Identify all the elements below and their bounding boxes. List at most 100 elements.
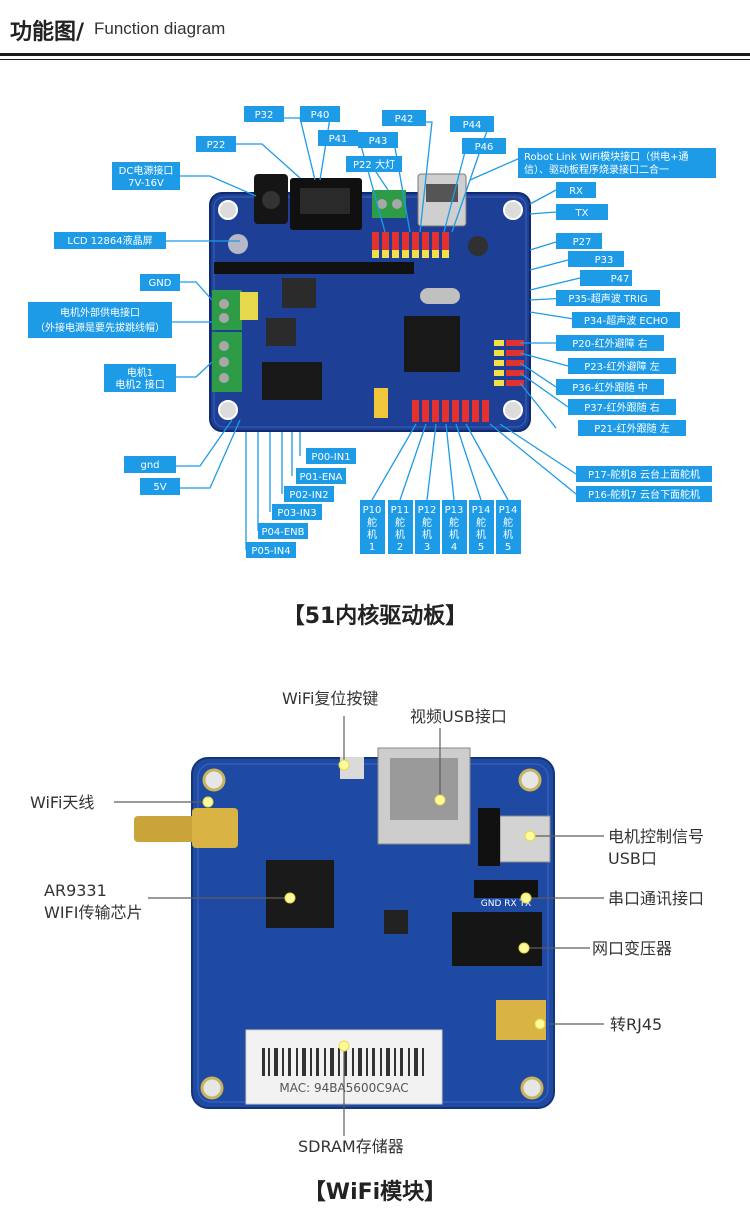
tag-p27: P27	[556, 233, 602, 249]
tag-p46: P46	[462, 138, 506, 154]
svg-text:P13: P13	[445, 505, 464, 516]
driver-board-diagram: P32 P40 P42 P44 P41 P43 P46 P22 P22 大灯 D…	[28, 106, 716, 558]
tag-lcd: LCD 12864液晶屏	[54, 232, 166, 249]
tag-p16: P16-舵机7 云台下面舵机	[576, 486, 712, 502]
tag-gnd-lower: gnd	[124, 456, 176, 473]
driver-board-lead-lines	[166, 117, 581, 550]
tag-p36: P36-红外跟随 中	[556, 379, 664, 395]
svg-text:舵: 舵	[395, 516, 405, 529]
svg-text:P03-IN3: P03-IN3	[277, 508, 316, 519]
svg-text:P43: P43	[369, 136, 388, 147]
header-title-cn: 功能图/	[10, 20, 85, 45]
svg-text:P47: P47	[611, 274, 630, 285]
label-sdram: SDRAM存储器	[298, 1137, 404, 1156]
svg-text:电机外部供电接口: 电机外部供电接口	[60, 306, 140, 319]
svg-text:TX: TX	[575, 208, 589, 219]
tag-dc-power: DC电源接口 7V-16V	[112, 162, 180, 190]
svg-text:P21-红外跟随 左: P21-红外跟随 左	[594, 422, 670, 435]
svg-text:P27: P27	[573, 237, 592, 248]
svg-text:P23-红外避障 左: P23-红外避障 左	[584, 360, 660, 373]
svg-text:P10: P10	[363, 505, 382, 516]
svg-text:P22 大灯: P22 大灯	[353, 158, 395, 171]
svg-text:P34-超声波 ECHO: P34-超声波 ECHO	[584, 314, 668, 327]
label-motor-usb-line2: USB口	[608, 849, 657, 868]
tag-motor-ext-power: 电机外部供电接口 （外接电源是要先拔跳线帽）	[28, 302, 172, 338]
tag-p22: P22	[196, 136, 236, 152]
label-wifi-reset: WiFi复位按键	[282, 689, 379, 708]
driver-board-title: 【51内核驱动板】	[282, 604, 468, 629]
svg-text:机: 机	[422, 528, 432, 541]
svg-text:P36-红外跟随 中: P36-红外跟随 中	[572, 381, 648, 394]
tag-motor12: 电机1 电机2 接口	[104, 364, 176, 392]
label-serial-port: 串口通讯接口	[608, 889, 705, 908]
svg-text:P41: P41	[329, 134, 348, 145]
svg-text:舵: 舵	[422, 516, 432, 529]
svg-text:7V-16V: 7V-16V	[128, 178, 164, 189]
header-title-en: Function diagram	[94, 19, 226, 38]
tag-p03: P03-IN3	[272, 504, 322, 520]
svg-text:P12: P12	[418, 505, 437, 516]
svg-text:舵: 舵	[449, 516, 459, 529]
label-usb-video: 视频USB接口	[410, 707, 507, 726]
tag-p40: P40	[300, 106, 340, 122]
header-rule	[0, 53, 750, 56]
svg-text:4: 4	[451, 542, 457, 553]
svg-text:P42: P42	[395, 114, 414, 125]
svg-text:DC电源接口: DC电源接口	[119, 164, 174, 177]
svg-text:5: 5	[478, 542, 484, 553]
tag-p21: P21-红外跟随 左	[578, 420, 686, 436]
svg-text:gnd: gnd	[140, 460, 159, 471]
tag-gnd: GND	[140, 274, 180, 291]
svg-text:P20-红外避障 右: P20-红外避障 右	[572, 337, 648, 350]
tag-p41: P41	[318, 130, 358, 146]
svg-text:P11: P11	[391, 505, 410, 516]
svg-text:P33: P33	[595, 255, 614, 266]
label-motor-usb: 电机控制信号 USB口	[608, 826, 704, 870]
svg-text:5V: 5V	[153, 482, 166, 493]
tag-p04: P04-ENB	[258, 523, 308, 539]
tag-robot-link: Robot Link WiFi模块接口（供电+通 信）、驱动板程序烧录接口二合一	[518, 148, 716, 178]
svg-text:舵: 舵	[367, 516, 377, 529]
svg-text:P46: P46	[475, 142, 494, 153]
svg-text:P05-IN4: P05-IN4	[251, 546, 290, 557]
wifi-module-lead-dots	[202, 759, 546, 1052]
tag-p37: P37-红外跟随 右	[568, 399, 676, 415]
tag-p02: P02-IN2	[284, 486, 334, 502]
tag-p23: P23-红外避障 左	[568, 358, 676, 374]
svg-text:Robot Link WiFi模块接口（供电+通: Robot Link WiFi模块接口（供电+通	[524, 150, 688, 163]
svg-text:P17-舵机8 云台上面舵机: P17-舵机8 云台上面舵机	[588, 468, 700, 481]
tag-p47: P47	[580, 270, 632, 286]
svg-text:1: 1	[369, 542, 375, 553]
label-rj45: 转RJ45	[610, 1015, 663, 1034]
page-header: 功能图/ Function diagram	[0, 0, 750, 62]
wifi-module-lead-lines	[114, 716, 604, 1136]
tag-p05: P05-IN4	[246, 542, 296, 558]
wifi-module-diagram: MAC: 94BA5600C9AC GND RX TX	[114, 716, 604, 1136]
svg-text:LCD 12864液晶屏: LCD 12864液晶屏	[67, 234, 152, 247]
svg-text:P44: P44	[463, 120, 482, 131]
label-wifi-antenna: WiFi天线	[30, 793, 95, 812]
svg-text:机: 机	[367, 528, 377, 541]
tag-p42: P42	[382, 110, 426, 126]
label-transformer: 网口变压器	[592, 939, 673, 958]
tag-p43: P43	[358, 132, 398, 148]
svg-text:机: 机	[449, 528, 459, 541]
label-motor-usb-line1: 电机控制信号	[608, 827, 705, 846]
svg-text:电机2 接口: 电机2 接口	[115, 378, 165, 391]
svg-text:机: 机	[395, 528, 405, 541]
svg-text:P40: P40	[311, 110, 330, 121]
header-rule-thin	[0, 59, 750, 60]
svg-text:舵: 舵	[476, 516, 486, 529]
tag-p44: P44	[450, 116, 494, 132]
tag-p22-light: P22 大灯	[346, 156, 402, 172]
svg-text:3: 3	[424, 542, 430, 553]
svg-text:机: 机	[503, 528, 513, 541]
tag-p32: P32	[244, 106, 284, 122]
tag-5v: 5V	[140, 478, 180, 495]
